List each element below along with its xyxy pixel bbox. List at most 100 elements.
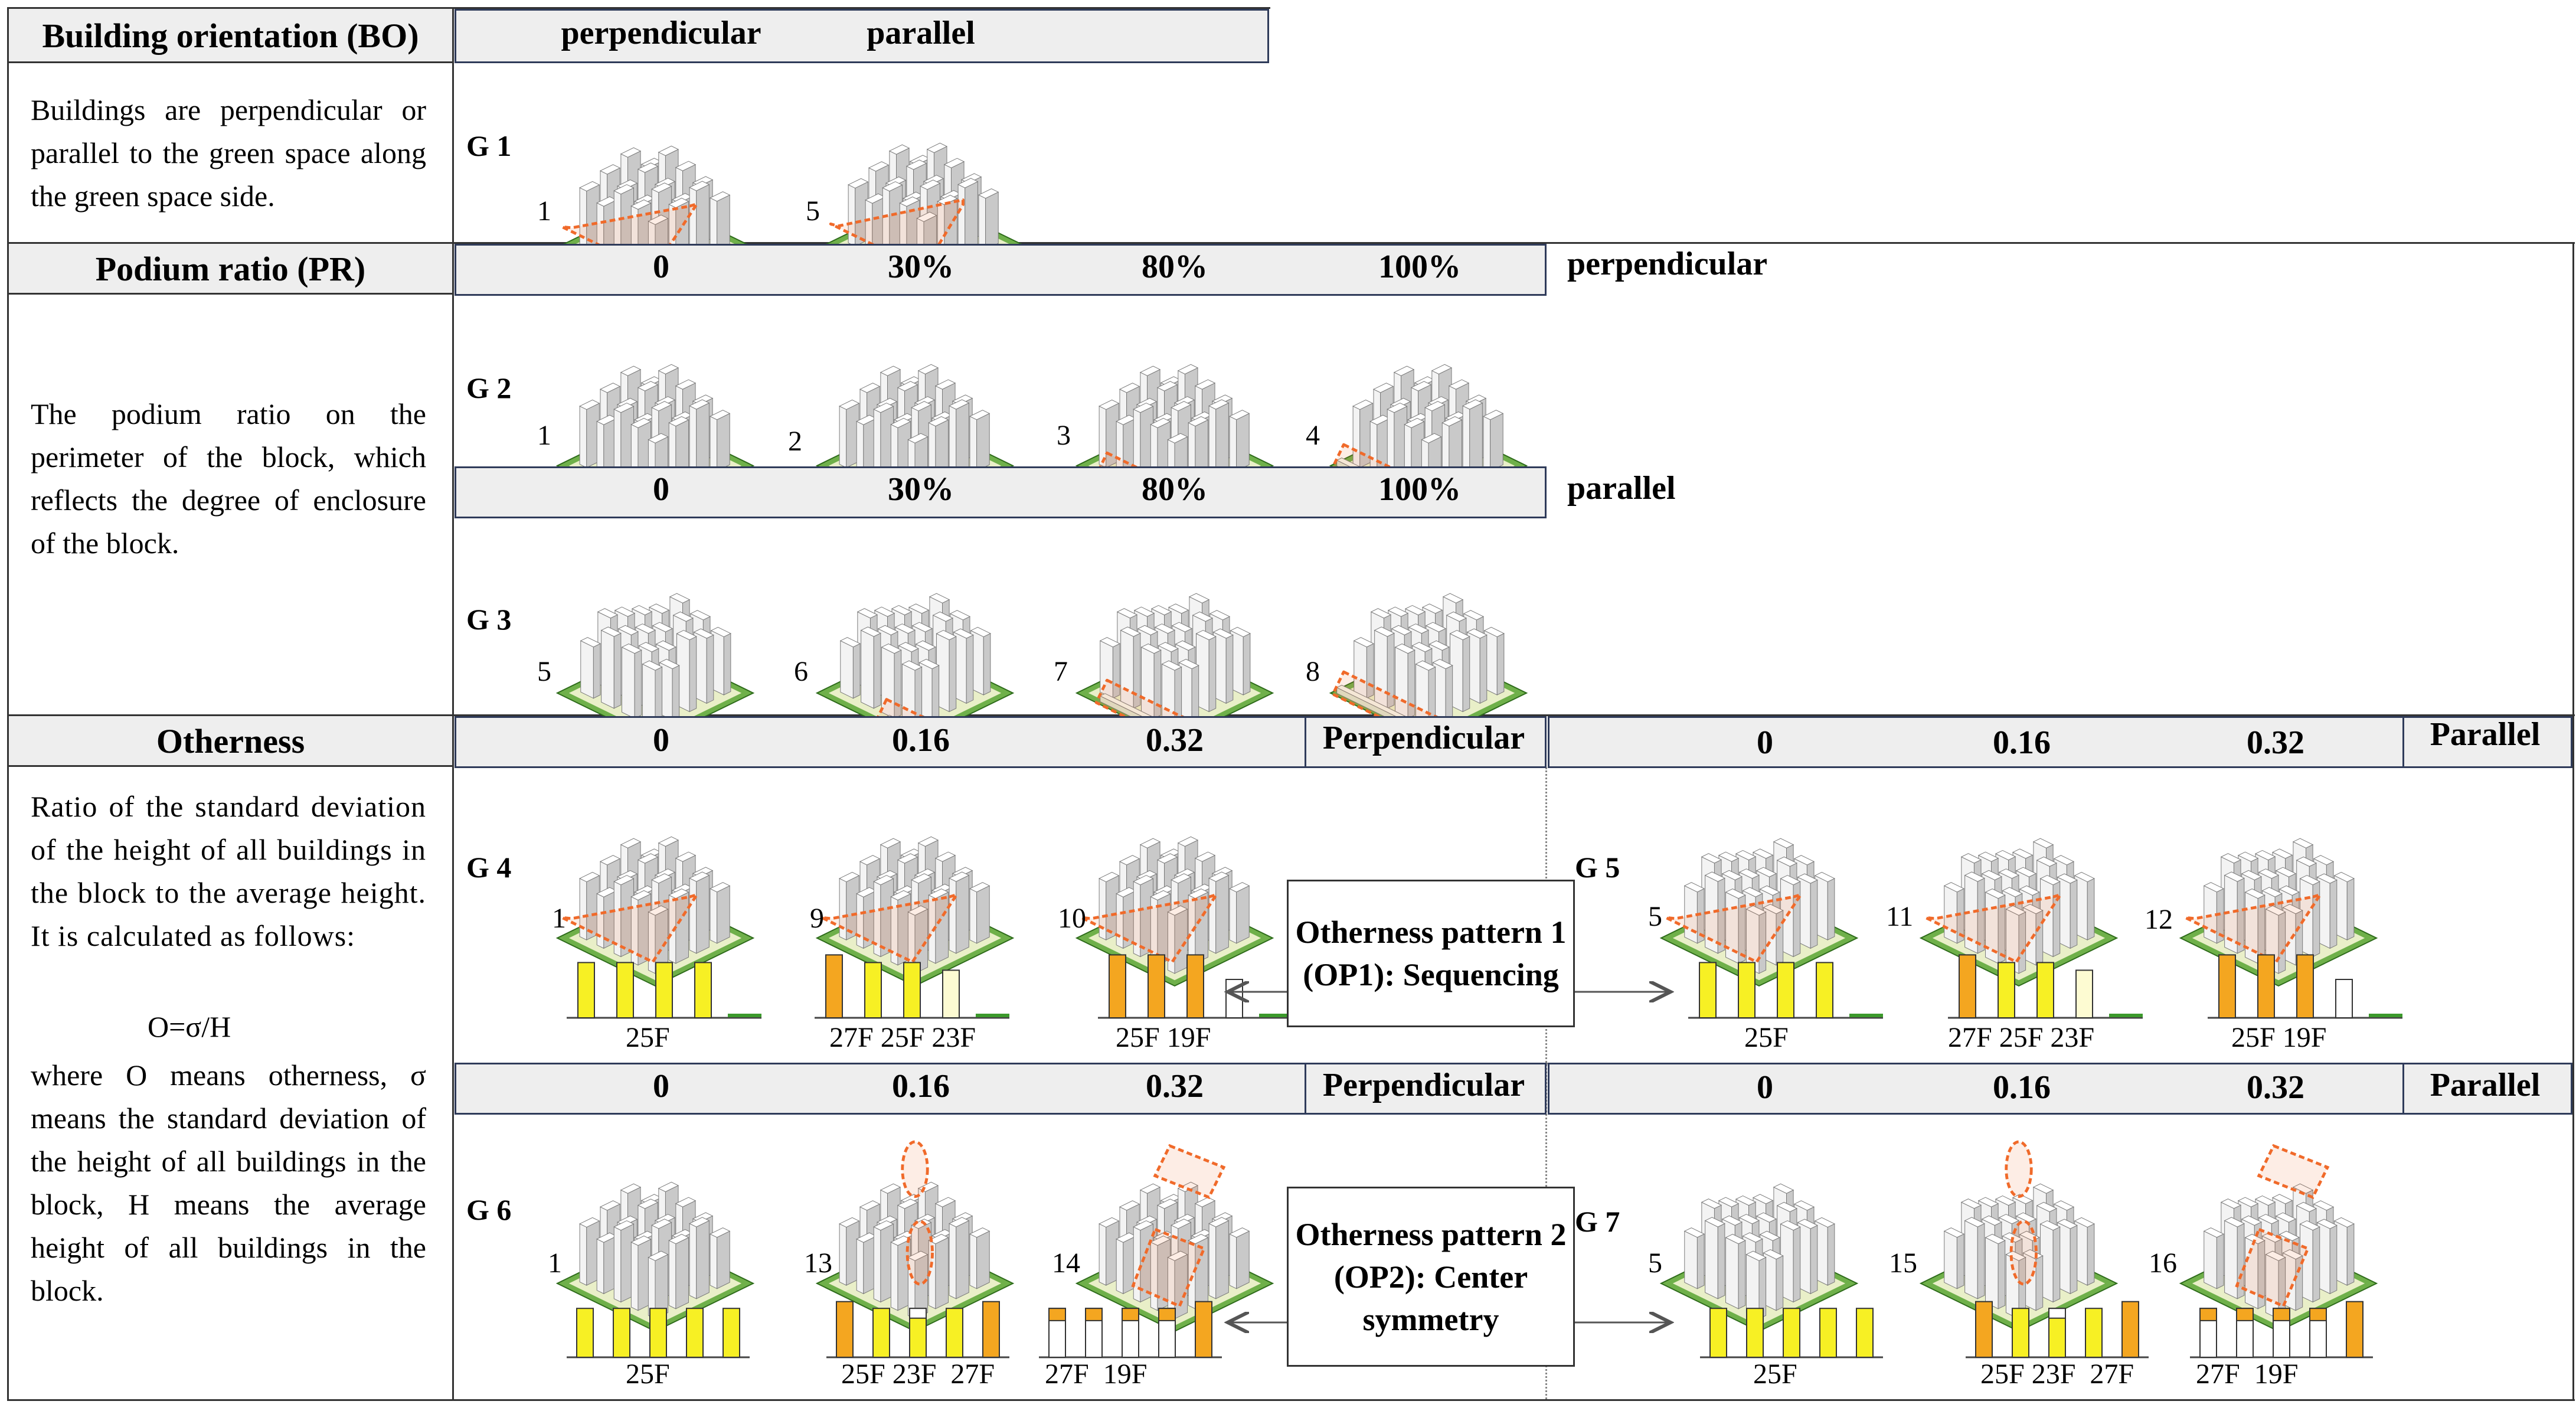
height-bar: [2085, 1308, 2103, 1358]
pr-col: 100%: [1378, 471, 1461, 508]
bo-title: Building orientation (BO): [9, 9, 452, 62]
rule: [452, 7, 454, 1400]
rule: [2402, 716, 2404, 768]
rule: [2402, 1063, 2404, 1115]
height-bar: [1699, 962, 1717, 1018]
height-bar-chart: [567, 945, 762, 1021]
height-bar: [1998, 962, 2015, 1018]
height-bar-chart: [1948, 945, 2143, 1021]
model-number: 16: [2149, 1247, 2177, 1279]
ot-col: 0.32: [1146, 1068, 1204, 1105]
model-number: 1: [552, 903, 566, 934]
height-bar: [1959, 954, 1976, 1018]
ot-col: 0.16: [1993, 1069, 2051, 1106]
height-bar-chart: [1098, 945, 1293, 1021]
rule: [7, 714, 2575, 716]
pr-col: 100%: [1378, 249, 1461, 285]
group-label: G 5: [1575, 851, 1620, 884]
model-number: 10: [1058, 903, 1086, 934]
model-number: 12: [2145, 904, 2173, 935]
pr-side-parallel: parallel: [1567, 470, 1676, 507]
rule: [2572, 242, 2574, 1400]
model-number: 9: [810, 903, 824, 934]
model-number: 11: [1886, 901, 1914, 932]
height-bar: [864, 962, 882, 1018]
bo-col-parallel: parallel: [867, 15, 975, 51]
height-bar-chart: [815, 945, 1010, 1021]
block-model: [785, 770, 1045, 987]
pr-col: 30%: [888, 249, 954, 285]
height-bar: [1975, 1301, 1993, 1358]
height-bar-chart: [1700, 1293, 1883, 1361]
height-bar-chart: [2208, 945, 2403, 1021]
floor-label: 27F 25F 23F: [829, 1022, 976, 1053]
ot-col: 0.16: [1993, 724, 2051, 761]
pr-side-perpendicular: perpendicular: [1567, 246, 1768, 282]
pattern-box-op2: Otherness pattern 2 (OP2): Center symmet…: [1287, 1187, 1575, 1367]
height-bar-chart: [1966, 1293, 2149, 1361]
height-bar: [577, 962, 595, 1018]
rule: [1305, 716, 1306, 768]
rule: [7, 765, 453, 767]
height-bar: [1195, 1301, 1212, 1358]
height-bar: [1186, 954, 1204, 1018]
group-label: G 7: [1575, 1205, 1620, 1238]
ot-col: 0.32: [1146, 722, 1204, 759]
ot-side: Parallel: [2430, 716, 2541, 753]
height-bar: [2218, 954, 2236, 1018]
model-number: 3: [1057, 420, 1071, 451]
floor-label: 25F: [1744, 1022, 1789, 1053]
floor-label: 27F 25F 23F: [1948, 1022, 2095, 1053]
ot-col: 0.16: [892, 1068, 950, 1105]
model-number: 14: [1052, 1247, 1080, 1279]
group-label: G 1: [466, 129, 512, 162]
block-model: [1045, 1116, 1305, 1332]
pattern-box-op1: Otherness pattern 1 (OP1): Sequencing: [1287, 880, 1575, 1027]
height-bar: [2012, 1308, 2029, 1358]
rule: [7, 61, 453, 63]
group-label: G 4: [466, 851, 512, 884]
model-number: 1: [548, 1247, 562, 1279]
rule: [7, 7, 1270, 9]
floor-label: 25F: [626, 1022, 670, 1053]
height-bar: [946, 1308, 963, 1358]
height-bar: [942, 969, 960, 1018]
pr-col: 0: [653, 249, 669, 285]
floor-label: 25F 19F: [2231, 1022, 2327, 1053]
otherness-description: Ratio of the standard deviation of the h…: [31, 790, 426, 952]
height-bar: [1109, 954, 1126, 1018]
pr-description: The podium ratio on the perimeter of the…: [31, 397, 426, 560]
ot-header-perp-1: [455, 716, 1547, 768]
height-bar-chart: [567, 1293, 750, 1361]
height-bar: [2346, 1301, 2363, 1358]
height-bar-chart: [2190, 1293, 2373, 1361]
bo-description: Buildings are perpendicular or parallel …: [31, 93, 426, 213]
height-bar: [723, 1308, 740, 1358]
height-bar: [903, 962, 921, 1018]
rule: [7, 293, 453, 295]
model-number: 8: [1306, 656, 1320, 687]
height-bar: [649, 1308, 667, 1358]
height-bar: [825, 954, 843, 1018]
group-label: G 3: [466, 603, 512, 636]
group-label: G 2: [466, 371, 512, 404]
ot-col: 0.32: [2247, 724, 2304, 761]
height-bar-chart: [826, 1293, 1009, 1361]
height-bar: [686, 1308, 704, 1358]
height-bar: [655, 962, 673, 1018]
height-bar: [836, 1301, 854, 1358]
height-bar: [694, 962, 712, 1018]
floor-label: 25F 23F 27F: [841, 1358, 995, 1390]
rule: [7, 7, 9, 1400]
model-number: 4: [1306, 420, 1320, 451]
ot-col: 0.16: [892, 722, 950, 759]
block-model: [525, 1116, 785, 1332]
block-model: [785, 1116, 1045, 1332]
pr-header-2: [455, 466, 1547, 518]
bo-col-perpendicular: perpendicular: [561, 15, 761, 51]
pr-col: 30%: [888, 471, 954, 508]
block-model: [1629, 1116, 1889, 1332]
block-model: [1889, 770, 2149, 987]
